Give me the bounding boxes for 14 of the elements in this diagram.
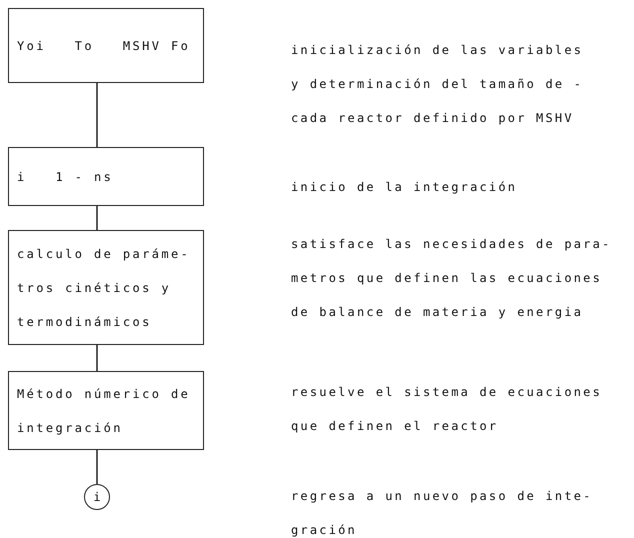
process-box: calculo de paráme- tros cinéticos y termodinámicos	[8, 230, 204, 345]
description-text: satisface las necesidades de para- metros que definen las ecuaciones de balance de materia y energia	[291, 236, 612, 321]
connector-line	[96, 450, 98, 484]
connector-line	[96, 345, 98, 371]
description-text: inicialización de las variables y determinación del tamaño de - cada reactor definido por MSHV	[291, 42, 584, 127]
process-box: Yoi To MSHV Fo	[8, 8, 204, 83]
process-box: i 1 - ns	[8, 147, 204, 206]
description-text: regresa a un nuevo paso de inte- gración	[291, 488, 594, 538]
process-box: Método númerico de integración	[8, 371, 204, 450]
connector-line	[96, 83, 98, 147]
description-text: inicio de la integración	[291, 179, 518, 196]
connector-circle: i	[84, 484, 110, 510]
description-text: resuelve el sistema de ecuaciones que definen el reactor	[291, 384, 604, 435]
connector-line	[96, 206, 98, 230]
